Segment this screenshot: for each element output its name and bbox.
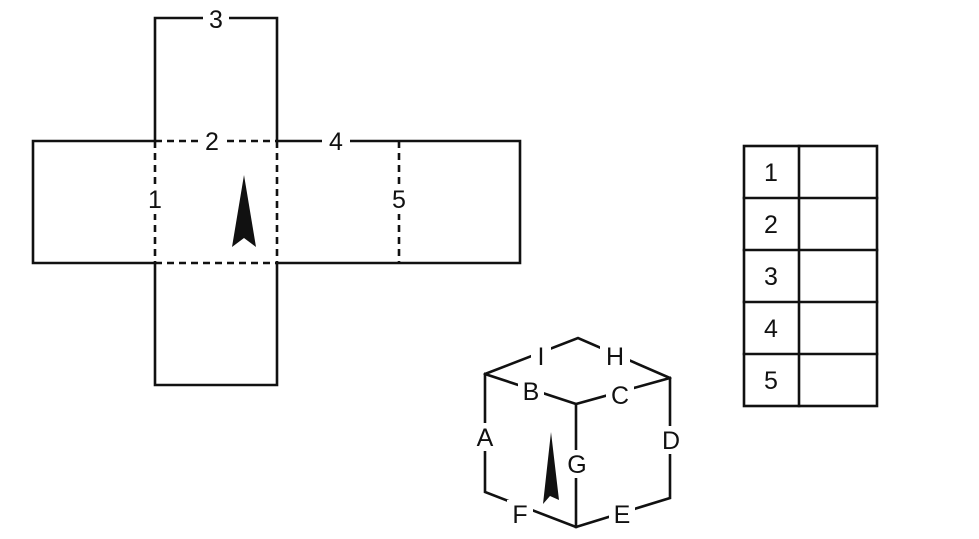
answer-table: 1 2 3 4 5 bbox=[742, 144, 879, 408]
answer-cell-5[interactable] bbox=[800, 355, 876, 405]
answer-cell-3[interactable] bbox=[800, 251, 876, 301]
cube-outline bbox=[483, 336, 672, 529]
answer-row-number: 5 bbox=[764, 367, 778, 395]
net-edge-label-2: 2 bbox=[205, 128, 219, 156]
cube-edge-label-E: E bbox=[614, 501, 631, 529]
answer-table-border bbox=[742, 144, 879, 408]
net-arrow-icon bbox=[232, 175, 256, 247]
answer-cell-2[interactable] bbox=[800, 199, 876, 249]
net-edge-label-4: 4 bbox=[329, 128, 343, 156]
net-edge-label-1: 1 bbox=[148, 186, 162, 214]
cube-edge-label-I: I bbox=[538, 343, 545, 371]
cube-edge-label-H: H bbox=[606, 343, 624, 371]
answer-cell-1[interactable] bbox=[800, 147, 876, 197]
answer-row-number: 2 bbox=[764, 211, 778, 239]
cube-drawing: I H B C A D G F E bbox=[472, 336, 684, 529]
cube-edge-label-D: D bbox=[662, 427, 680, 455]
answer-row-number: 3 bbox=[764, 263, 778, 291]
cube-edge-label-C: C bbox=[611, 382, 629, 410]
answer-row-number: 1 bbox=[764, 159, 778, 187]
net-edge-label-3: 3 bbox=[209, 6, 223, 34]
cube-net: 3 2 4 1 5 bbox=[31, 6, 522, 387]
cube-edge-label-F: F bbox=[512, 501, 527, 529]
net-edge-label-5: 5 bbox=[392, 186, 406, 214]
answer-row-number: 4 bbox=[764, 315, 778, 343]
cube-arrow-icon bbox=[543, 432, 559, 504]
cube-edge-label-B: B bbox=[523, 378, 540, 406]
cube-edge-label-G: G bbox=[567, 451, 586, 479]
cube-edge-label-A: A bbox=[477, 424, 494, 452]
answer-cell-4[interactable] bbox=[800, 303, 876, 353]
